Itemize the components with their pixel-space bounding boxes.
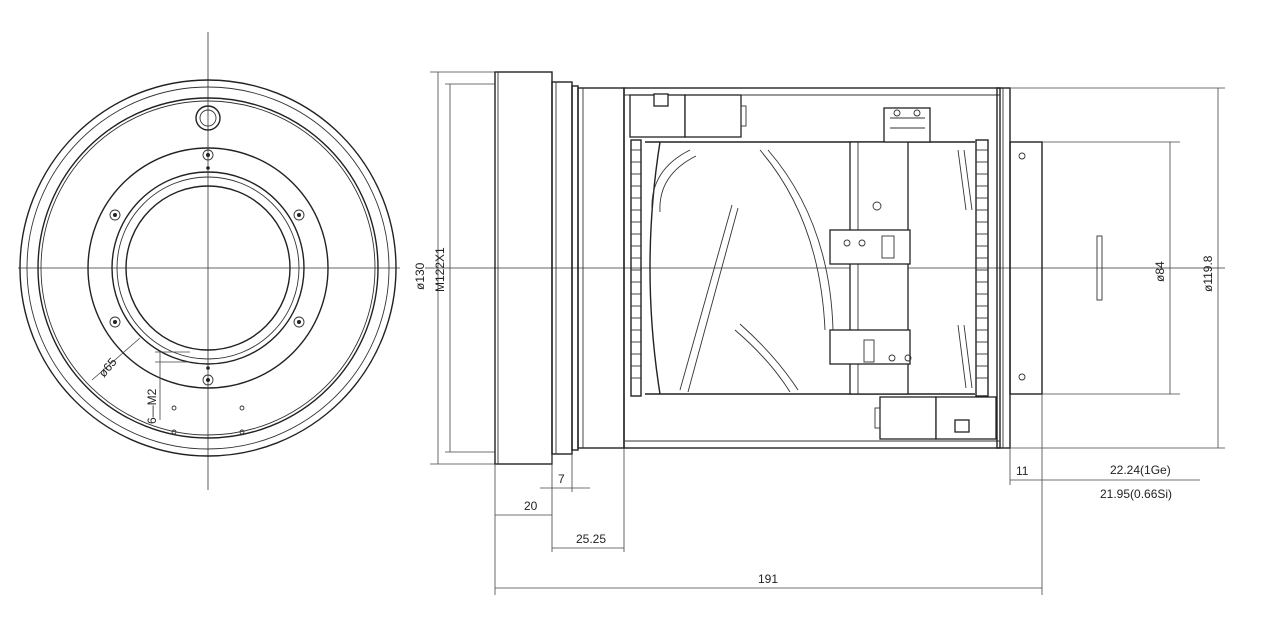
mount-thread-label: M122X1 <box>433 247 447 292</box>
mounting-flange <box>87 147 329 389</box>
screw-hole <box>293 209 305 221</box>
barrel-face <box>37 97 379 439</box>
hole-spec-label: 6—M2 <box>145 388 159 424</box>
rear-diameter-label: ø119.8 <box>1201 255 1215 292</box>
screw-hole <box>202 374 214 386</box>
flange-screws <box>109 149 305 386</box>
rear-mount <box>1009 141 1043 395</box>
rear-element <box>1096 235 1103 301</box>
lens-carriage <box>829 107 931 395</box>
front-diameter-label: ø130 <box>413 262 427 290</box>
side-view: ø130 M122X1 ø119.8 ø84 7 20 25.25 191 11… <box>413 71 1225 595</box>
dim-11-label: 11 <box>1016 464 1029 478</box>
dim-191-label: 191 <box>758 572 778 586</box>
bore-leader <box>91 337 141 381</box>
front-gear <box>630 139 642 397</box>
inner-diameter-label: ø84 <box>1153 261 1167 282</box>
lens-retainer-inner <box>116 176 300 360</box>
outer-rim <box>19 79 397 457</box>
focus-motor <box>874 396 997 440</box>
screw-hole <box>293 316 305 328</box>
dim-si-label: 21.95(0.66Si) <box>1100 487 1172 501</box>
dim-7-label: 7 <box>558 472 565 486</box>
zoom-motor <box>629 93 747 138</box>
screw-hole <box>109 316 121 328</box>
lens-retainer <box>111 171 305 365</box>
main-body <box>623 87 1001 449</box>
focus-knob <box>195 105 221 131</box>
dim-25-label: 25.25 <box>576 532 606 546</box>
dim-ge-label: 22.24(1Ge) <box>1110 463 1171 477</box>
rear-gear <box>975 139 989 397</box>
outer-rim-inner <box>26 86 390 450</box>
barrel-face-inner <box>40 100 376 436</box>
front-element <box>125 185 291 351</box>
screw-hole <box>202 149 214 161</box>
front-view: ø65 6—M2 <box>18 32 400 490</box>
screw-hole <box>109 209 121 221</box>
dim-20-label: 20 <box>524 499 538 513</box>
face-holes <box>171 405 245 435</box>
cam-barrel <box>645 141 975 395</box>
